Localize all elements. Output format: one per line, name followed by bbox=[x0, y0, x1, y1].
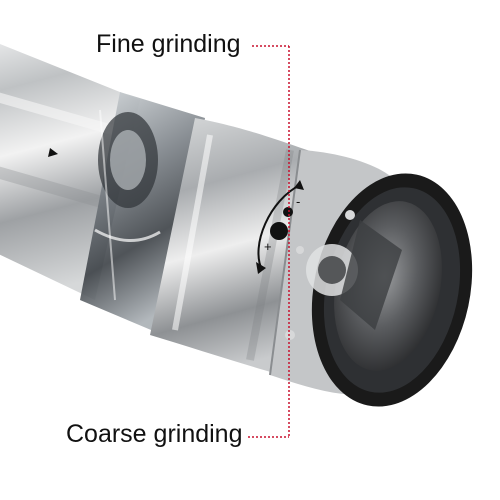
dial-plus-symbol: + bbox=[264, 239, 272, 254]
coarse-dial-dot bbox=[270, 222, 288, 240]
coarse-grinding-label: Coarse grinding bbox=[66, 420, 243, 448]
dial-minus-symbol: - bbox=[296, 194, 301, 209]
dial-arrow-icon bbox=[257, 184, 301, 271]
arrow-marker-icon bbox=[48, 148, 58, 157]
fine-dial-dot bbox=[283, 207, 293, 217]
fine-grinding-label: Fine grinding bbox=[96, 30, 241, 58]
